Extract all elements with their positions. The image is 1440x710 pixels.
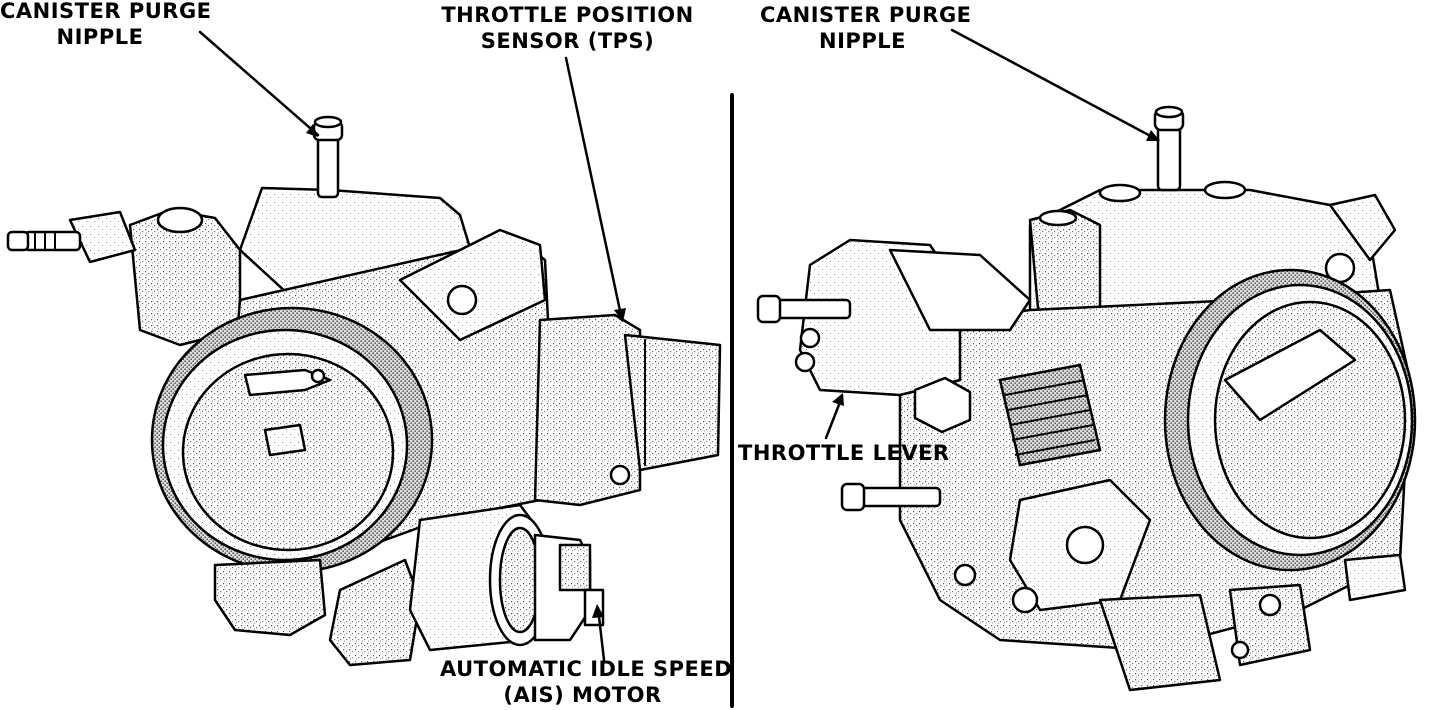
left-leader-lines xyxy=(198,30,626,662)
label-line: THROTTLE POSITION xyxy=(441,3,694,27)
left-throttle-body-view xyxy=(6,115,722,667)
label-line: CANISTER PURGE xyxy=(0,0,212,23)
label-throttle-position-sensor: THROTTLE POSITION SENSOR (TPS) xyxy=(440,2,695,54)
label-line: NIPPLE xyxy=(819,29,906,53)
label-line: SENSOR (TPS) xyxy=(480,29,655,53)
right-leader-lines xyxy=(824,28,1160,440)
label-line: (AIS) MOTOR xyxy=(503,683,662,707)
label-left-canister-purge-nipple: CANISTER PURGE NIPPLE xyxy=(0,0,212,50)
right-throttle-body-view xyxy=(756,105,1417,692)
label-throttle-lever: THROTTLE LEVER xyxy=(738,440,950,466)
label-line: NIPPLE xyxy=(56,25,144,49)
label-right-canister-purge-nipple: CANISTER PURGE NIPPLE xyxy=(760,2,972,54)
label-line: AUTOMATIC IDLE SPEED xyxy=(440,657,733,681)
label-line: THROTTLE LEVER xyxy=(738,441,950,465)
label-line: CANISTER PURGE xyxy=(760,3,972,27)
label-ais-motor: AUTOMATIC IDLE SPEED (AIS) MOTOR xyxy=(440,656,733,708)
